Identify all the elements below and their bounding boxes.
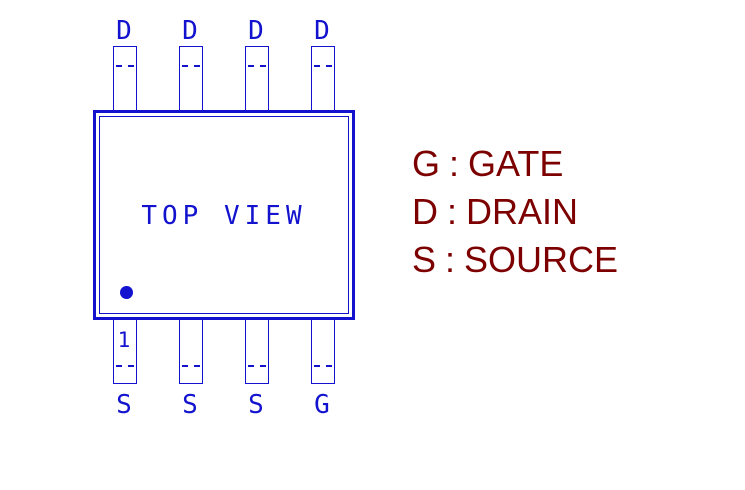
bottom-pin-1 bbox=[113, 314, 137, 384]
top-pin-4 bbox=[311, 46, 335, 114]
bottom-pin-label-1: S bbox=[116, 390, 132, 420]
legend-separator: : bbox=[445, 239, 456, 280]
bottom-pin-label-2: S bbox=[182, 390, 198, 420]
pin-dash-line bbox=[182, 365, 200, 367]
pin-dash-line bbox=[314, 65, 332, 67]
pin-one-number: 1 bbox=[117, 328, 131, 352]
ic-package-inner-outline bbox=[99, 116, 349, 314]
legend-row-drain: D:DRAIN bbox=[412, 188, 618, 236]
bottom-pin-3 bbox=[245, 314, 269, 384]
bottom-pin-4 bbox=[311, 314, 335, 384]
legend-name: SOURCE bbox=[464, 239, 619, 280]
pin-dash-line bbox=[116, 65, 134, 67]
legend-name: DRAIN bbox=[466, 191, 579, 232]
top-view-label: TOP VIEW bbox=[141, 201, 307, 231]
bottom-pin-label-3: S bbox=[248, 390, 264, 420]
pin-dash-line bbox=[248, 65, 266, 67]
bottom-pin-label-4: G bbox=[314, 390, 330, 420]
top-pin-label-2: D bbox=[182, 16, 198, 46]
pin-one-dot-icon bbox=[120, 286, 133, 299]
top-pin-label-3: D bbox=[248, 16, 264, 46]
top-pin-1 bbox=[113, 46, 137, 114]
pin-dash-line bbox=[248, 365, 266, 367]
legend-row-gate: G:GATE bbox=[412, 140, 618, 188]
top-pin-label-1: D bbox=[116, 16, 132, 46]
pin-legend: G:GATE D:DRAIN S:SOURCE bbox=[412, 140, 618, 284]
bottom-pin-2 bbox=[179, 314, 203, 384]
legend-separator: : bbox=[447, 191, 458, 232]
top-pin-3 bbox=[245, 46, 269, 114]
legend-row-source: S:SOURCE bbox=[412, 236, 618, 284]
legend-separator: : bbox=[449, 143, 460, 184]
legend-symbol: S bbox=[412, 239, 437, 280]
legend-name: GATE bbox=[468, 143, 564, 184]
pin-dash-line bbox=[182, 65, 200, 67]
ic-package-body: TOP VIEW bbox=[93, 110, 355, 320]
pin-dash-line bbox=[116, 365, 134, 367]
legend-symbol: D bbox=[412, 191, 438, 232]
legend-symbol: G bbox=[412, 143, 441, 184]
top-pin-label-4: D bbox=[314, 16, 330, 46]
pin-dash-line bbox=[314, 365, 332, 367]
top-pin-2 bbox=[179, 46, 203, 114]
